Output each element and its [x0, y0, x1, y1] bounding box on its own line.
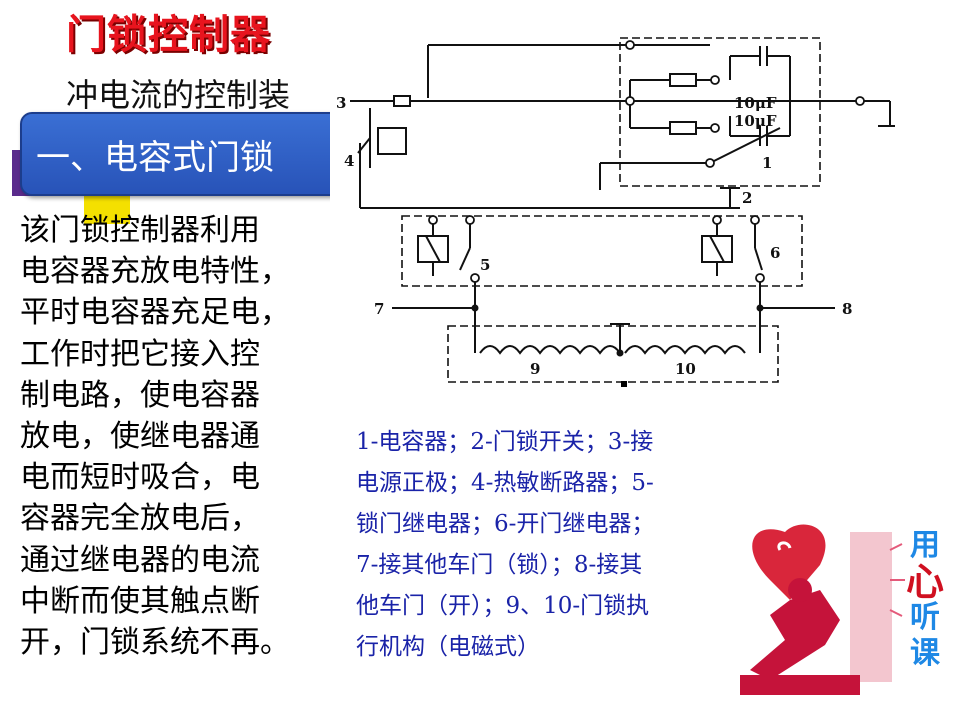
caption-line: 1-电容器；2-门锁开关；3-接 [356, 429, 654, 455]
body-line: 中断而使其触点断 [20, 583, 260, 619]
section-banner: 一、电容式门锁 [20, 112, 364, 196]
diagram-label-10: 10 [675, 360, 696, 378]
body-line: 工作时把它接入控 [20, 336, 260, 372]
body-line: 平时电容器充足电， [20, 295, 290, 331]
diagram-label-2: 2 [742, 189, 752, 207]
body-line: 放电，使继电器通 [20, 419, 260, 455]
body-line: 制电路，使电容器 [20, 377, 260, 413]
heart-logo-icon [730, 520, 955, 700]
caption-line: 他车门（开）；9、10-门锁执 [356, 593, 650, 619]
diagram-label-6: 6 [770, 244, 780, 262]
diagram-label-4: 4 [344, 152, 354, 170]
diagram-label-cap1: 10μF [734, 94, 777, 112]
diagram-label-3: 3 [336, 94, 346, 112]
diagram-label-9: 9 [530, 360, 540, 378]
caption-line: 锁门继电器；6-开门继电器； [356, 511, 655, 537]
slogan-char: 心 [905, 560, 944, 604]
body-line: 开，门锁系统不再。 [20, 625, 290, 661]
diagram-label-8: 8 [842, 300, 852, 318]
diagram-label-7: 7 [374, 300, 384, 318]
slogan-char: 课 [910, 636, 940, 671]
diagram-label-1: 1 [762, 154, 772, 172]
diagram-caption: 1-电容器；2-门锁开关；3-接 电源正极；4-热敏断路器；5- 锁门继电器；6… [356, 422, 786, 668]
slogan-char: 听 [910, 600, 940, 635]
body-line: 该门锁控制器利用 [20, 213, 260, 248]
body-line: 电而短时吸合，电 [20, 460, 260, 496]
circuit-diagram: 3 4 10μF 10μF 1 2 5 6 7 8 9 10 [330, 8, 902, 400]
slogan-char: 用 [910, 528, 940, 563]
caption-line: 7-接其他车门（锁）；8-接其 [356, 552, 643, 578]
body-line: 电容器充放电特性， [20, 254, 290, 290]
body-line: 容器完全放电后， [20, 501, 260, 537]
caption-line: 电源正极；4-热敏断路器；5- [356, 470, 654, 496]
body-text: 该门锁控制器利用 电容器充放电特性， 平时电容器充足电， 工作时把它接入控 制电… [20, 210, 340, 663]
slogan: 用 心 听 课 [900, 528, 950, 672]
diagram-label-cap2: 10μF [734, 112, 777, 130]
section-heading: 一、电容式门锁 [36, 138, 274, 178]
caption-line: 行机构（电磁式） [356, 634, 540, 660]
body-line: 通过继电器的电流 [20, 542, 260, 578]
page-dot [621, 381, 627, 387]
intro-line: 冲电流的控制装 [66, 76, 291, 114]
diagram-label-5: 5 [480, 256, 490, 274]
page-title: 门锁控制器 [66, 12, 271, 58]
